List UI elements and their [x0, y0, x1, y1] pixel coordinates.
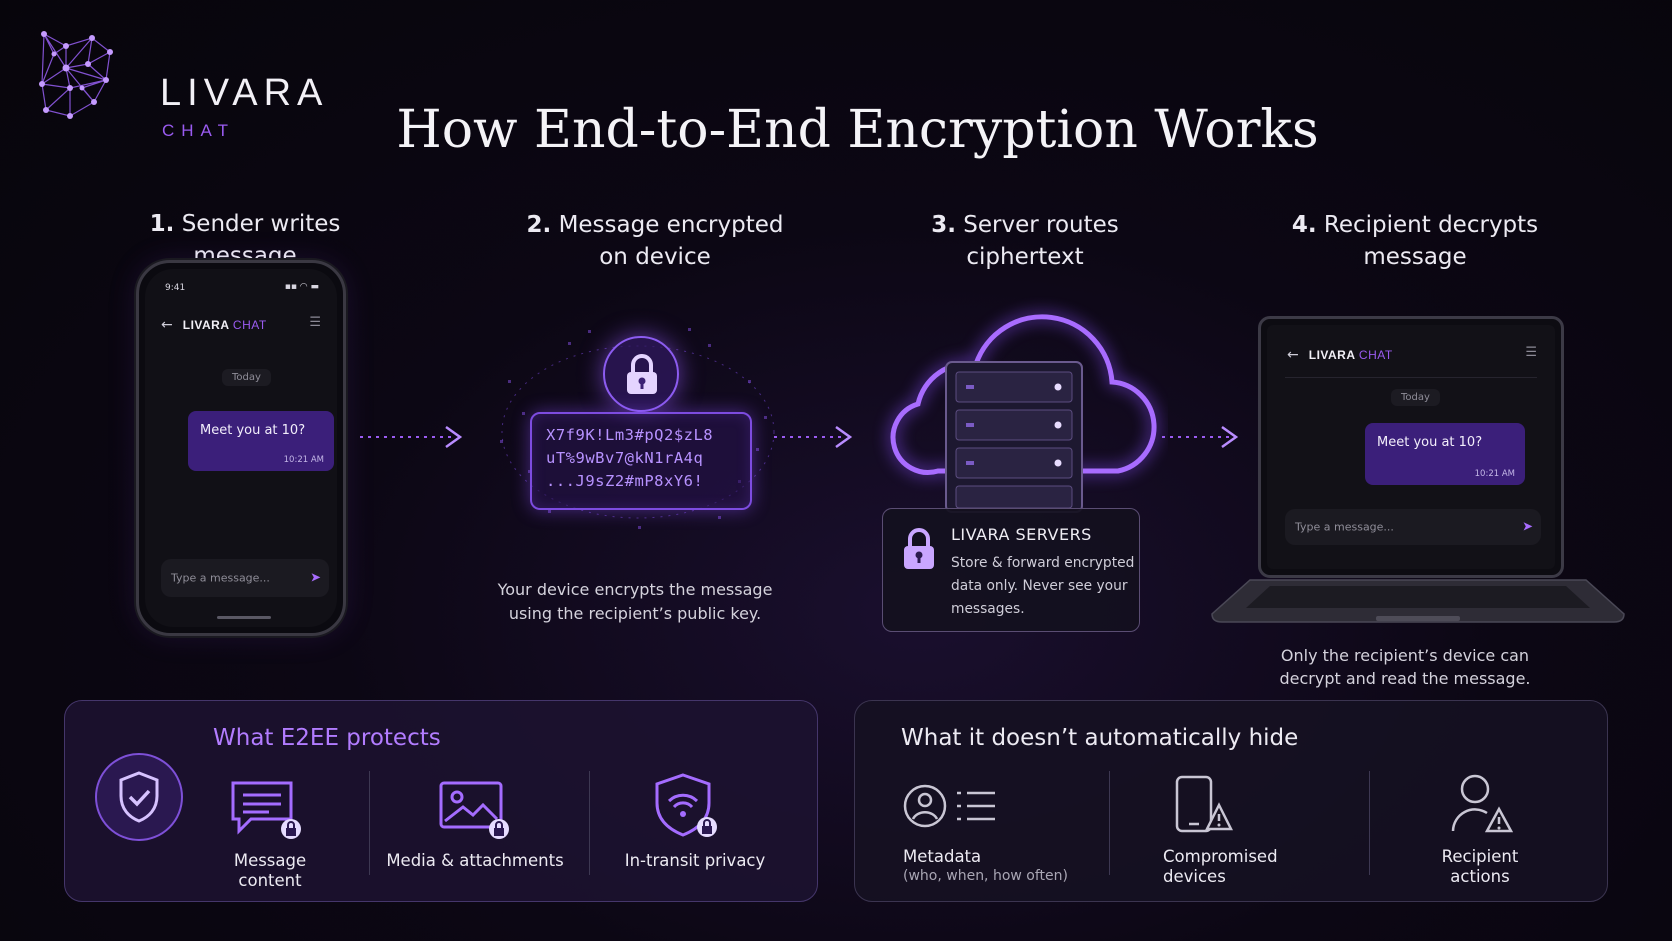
cloud-server-icon — [890, 314, 1157, 513]
recipient-laptop: ← LIVARA CHAT ☰ Today Meet you at 10? 10… — [1258, 316, 1564, 578]
padlock-icon — [904, 528, 934, 569]
server-description: Store & forward encrypted data only. Nev… — [951, 555, 1135, 617]
user-warning-icon — [1451, 774, 1513, 833]
input-placeholder: Type a message... — [171, 571, 270, 585]
step-3-number: 3. — [931, 212, 956, 238]
protects-panel: What E2EE protects Message content Media… — [64, 700, 818, 902]
send-icon[interactable]: ➤ — [310, 570, 321, 586]
laptop-base — [1211, 579, 1625, 623]
protects-item-media: Media & attachments — [386, 851, 564, 870]
menu-icon[interactable]: ☰ — [1525, 345, 1537, 360]
phone-warning-icon — [1175, 775, 1233, 833]
step-3-text: Server routes — [963, 212, 1119, 238]
not-hidden-panel: What it doesn’t automatically hide Metad… — [854, 700, 1608, 902]
protects-item-in-transit: In-transit privacy — [624, 851, 766, 870]
send-icon[interactable]: ➤ — [1522, 519, 1533, 535]
protects-title: What E2EE protects — [213, 725, 441, 751]
server-title: LIVARA SERVERS — [951, 525, 1092, 544]
message-text: Meet you at 10? — [1377, 435, 1483, 450]
step-4-text: Recipient decrypts — [1323, 212, 1539, 238]
sender-phone: 9:41 ▪▪ ◠ ▬ ← LIVARA CHAT ☰ Today Meet y… — [136, 260, 346, 636]
status-time: 9:41 — [165, 283, 186, 293]
decrypt-caption-line2: decrypt and read the message. — [1279, 669, 1531, 688]
laptop-screen: ← LIVARA CHAT ☰ Today Meet you at 10? 10… — [1267, 325, 1555, 569]
home-indicator — [217, 616, 271, 619]
step-2-text: Message encrypted — [558, 212, 784, 238]
laptop-brand-sub: CHAT — [1358, 348, 1393, 362]
phone-chat-brand: LIVARA CHAT — [183, 318, 267, 332]
server-info-card: LIVARA SERVERS Store & forward encrypted… — [882, 508, 1140, 632]
shield-check-icon — [95, 753, 183, 841]
back-arrow-icon[interactable]: ← — [1287, 347, 1299, 363]
divider — [369, 771, 370, 875]
brand-name: LIVARA — [160, 72, 329, 114]
not-hidden-item-metadata: Metadata — [903, 847, 982, 866]
wifi-shield-lock-icon — [655, 773, 717, 837]
laptop-chat-brand: LIVARA CHAT — [1309, 348, 1393, 362]
protects-item-message-content: Message content — [233, 851, 307, 890]
brand: LIVARA CHAT — [36, 28, 336, 140]
message-bubble: Meet you at 10? 10:21 AM — [1365, 423, 1525, 485]
message-lock-icon — [231, 781, 301, 839]
encrypt-caption: Your device encrypts the message using t… — [470, 578, 800, 626]
menu-icon[interactable]: ☰ — [309, 315, 321, 330]
step-2-text-line2: on device — [599, 244, 711, 270]
not-hidden-title: What it doesn’t automatically hide — [901, 725, 1299, 751]
network-logo-icon — [39, 31, 113, 119]
brand-subtitle: CHAT — [162, 121, 236, 140]
ciphertext-line: X7f9K!Lm3#pQ2$zL8 — [546, 426, 714, 444]
message-bubble: Meet you at 10? 10:21 AM — [188, 411, 334, 471]
chat-date: Today — [222, 369, 271, 386]
arrow-right-icon — [774, 425, 853, 449]
step-4-text-line2: message — [1363, 244, 1467, 270]
phone-brand-name: LIVARA — [182, 318, 230, 332]
user-list-icon — [903, 784, 995, 828]
message-text: Meet you at 10? — [200, 423, 306, 438]
encryption-lock — [603, 336, 679, 412]
decrypt-caption: Only the recipient’s device can decrypt … — [1215, 644, 1595, 690]
laptop-message-input[interactable]: Type a message... ➤ — [1285, 509, 1541, 545]
step-3-text-line2: ciphertext — [966, 244, 1084, 270]
not-hidden-item-metadata-sub: (who, when, how often) — [903, 868, 1068, 884]
phone-screen: 9:41 ▪▪ ◠ ▬ ← LIVARA CHAT ☰ Today Meet y… — [145, 269, 337, 627]
phone-brand-sub: CHAT — [232, 318, 267, 332]
padlock-icon — [627, 354, 657, 394]
image-lock-icon — [439, 781, 509, 839]
header-divider — [1285, 377, 1537, 378]
divider — [1369, 771, 1370, 875]
not-hidden-item-compromised-line2: devices — [1163, 867, 1226, 886]
divider — [1109, 771, 1110, 875]
arrow-right-icon — [360, 425, 463, 449]
not-hidden-item-compromised: Compromised devices — [1163, 847, 1278, 887]
encrypt-caption-line2: using the recipient’s public key. — [508, 604, 762, 623]
laptop-brand-name: LIVARA — [1308, 348, 1356, 362]
ciphertext-line: uT%9wBv7@kN1rA4q — [546, 449, 704, 467]
status-icons: ▪▪ ◠ ▬ — [284, 282, 319, 292]
input-placeholder: Type a message... — [1295, 520, 1394, 534]
not-hidden-item-recipient-line1: Recipient — [1441, 847, 1519, 866]
step-2-title: 2. Message encrypted on device — [500, 209, 810, 273]
phone-chat-header: ← LIVARA CHAT — [161, 317, 267, 333]
chat-date: Today — [1391, 389, 1440, 406]
message-time: 10:21 AM — [1474, 469, 1515, 479]
page-title: How End-to-End Encryption Works — [396, 100, 1319, 160]
step-1-number: 1. — [149, 211, 175, 237]
ciphertext-box: X7f9K!Lm3#pQ2$zL8 uT%9wBv7@kN1rA4q ...J9… — [530, 412, 752, 510]
ciphertext-line: ...J9sZ2#mP8xY6! — [546, 472, 704, 490]
arrow-right-icon — [1162, 425, 1239, 449]
phone-message-input[interactable]: Type a message... ➤ — [161, 559, 329, 597]
step-2-number: 2. — [526, 212, 552, 238]
step-4-number: 4. — [1291, 212, 1317, 238]
not-hidden-item-compromised-line1: Compromised — [1163, 847, 1278, 866]
not-hidden-item-recipient: Recipient actions — [1435, 847, 1525, 887]
decrypt-caption-line1: Only the recipient’s device can — [1280, 646, 1530, 665]
not-hidden-item-recipient-line2: actions — [1450, 867, 1510, 886]
back-arrow-icon[interactable]: ← — [161, 317, 173, 333]
laptop-chat-header: ← LIVARA CHAT — [1287, 347, 1393, 363]
step-4-title: 4. Recipient decrypts message — [1255, 209, 1575, 273]
message-time: 10:21 AM — [283, 455, 324, 465]
encrypt-caption-line1: Your device encrypts the message — [497, 580, 773, 599]
divider — [589, 771, 590, 875]
step-3-title: 3. Server routes ciphertext — [880, 209, 1170, 273]
